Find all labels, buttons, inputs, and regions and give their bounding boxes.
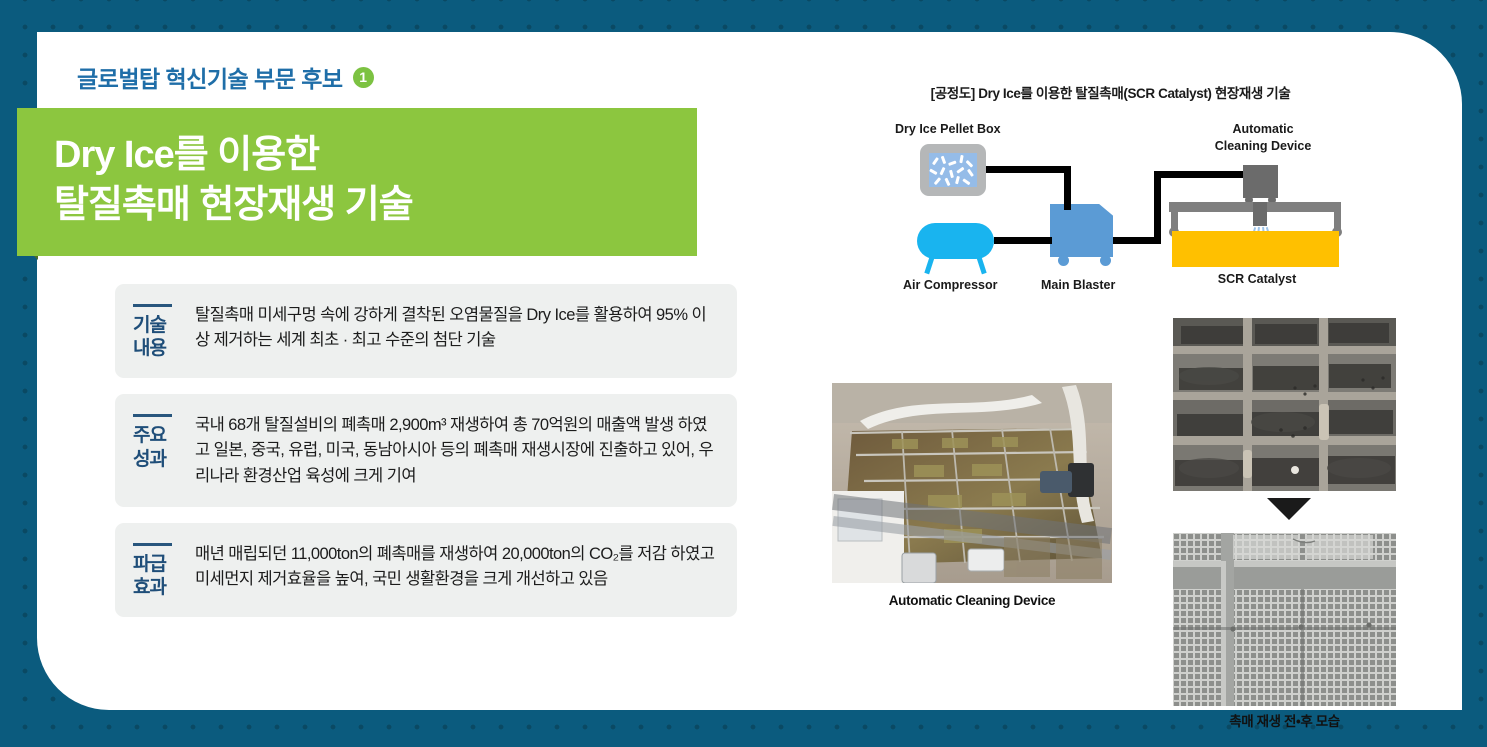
row-label-line-2: 성과 [133,448,167,470]
row-label-impact: 파급 효과 [133,541,195,599]
headline-box: Dry Ice를 이용한 탈질촉매 현장재생 기술 [17,108,697,257]
headline-line-1: Dry Ice를 이용한 [54,134,320,176]
left-content-column: 글로벌탑 혁신기술 부문 후보 1 Dry Ice를 이용한 탈질촉매 현장재생… [17,32,777,710]
process-diagram: Dry Ice Pellet Box Air Compressor Main B… [895,110,1385,310]
eyebrow-text: 글로벌탑 혁신기술 부문 후보 [77,66,343,92]
compressor-leg-right [976,255,987,275]
device-spray-stem [1253,202,1267,226]
pipe-pellet-to-blaster-v [1064,166,1071,210]
photo-left-illustration [832,383,1112,583]
blaster-wheel-right [1100,255,1111,266]
device-nozzle-right [1268,196,1276,204]
headline-banner: Dry Ice를 이용한 탈질촉매 현장재생 기술 [17,108,697,260]
before-after-arrow-icon [1267,498,1311,520]
rail-post-right [1334,211,1341,230]
compressor-leg-left [924,255,935,275]
pipe-riser-to-device [1154,171,1250,178]
row-label-line-1: 주요 [133,425,167,447]
dry-ice-pellet-box-icon [920,144,986,196]
slide-card: 글로벌탑 혁신기술 부문 후보 1 Dry Ice를 이용한 탈질촉매 현장재생… [17,32,1462,729]
device-nozzle-left [1245,196,1253,204]
diagram-label-scr-catalyst: SCR Catalyst [1217,272,1297,286]
headline-line-2: 탈질촉매 현장재생 기술 [54,184,414,227]
row-label-line-1: 기술 [133,315,167,336]
eyebrow-number-badge: 1 [352,66,374,88]
pipe-pellet-to-blaster-h [986,166,1071,173]
photo-before-illustration [1173,318,1396,491]
diagram-label-pellet-box: Dry Ice Pellet Box [895,122,1001,136]
photo-automatic-cleaning-device [832,383,1112,583]
label-underline [133,414,172,418]
automatic-cleaning-device-icon [1243,165,1278,198]
pipe-blaster-to-riser-h [1113,237,1161,244]
eyebrow-heading: 글로벌탑 혁신기술 부문 후보 1 [77,60,374,94]
row-body-technology: 탈질촉매 미세구멍 속에 강하게 결착된 오염물질을 Dry Ice를 활용하여… [195,306,707,350]
row-label-technology: 기술 내용 [133,302,195,360]
diagram-label-air-compressor: Air Compressor [903,278,998,292]
blaster-wheel-left [1058,255,1069,266]
right-visual-column: [공정도] Dry Ice를 이용한 탈질촉매(SCR Catalyst) 현장… [777,32,1462,729]
diagram-label-cleaning-device-line2: Cleaning Device [1214,139,1312,153]
info-row-impact: 파급 효과 매년 매립되던 11,000ton의 폐촉매를 재생하여 20,00… [115,522,737,617]
pellet-fill [929,153,977,187]
row-label-line-2: 내용 [133,338,167,360]
photo-right-caption: 촉매 재생 전•후 모습 [1229,714,1340,729]
air-compressor-icon [917,223,994,259]
rail-post-left [1171,211,1178,230]
label-underline [133,304,172,307]
photo-after-illustration [1173,533,1396,706]
pipe-compressor-to-blaster [994,237,1052,244]
row-label-line-2: 효과 [133,576,167,598]
label-underline [133,542,172,546]
photo-catalyst-after [1173,533,1396,706]
main-blaster-icon [1050,204,1113,257]
diagram-label-cleaning-device-line1: Automatic [1232,122,1294,136]
row-label-line-1: 파급 [133,553,167,575]
photo-catalyst-before [1173,318,1396,491]
info-row-technology: 기술 내용 탈질촉매 미세구멍 속에 강하게 결착된 오염물질을 Dry Ice… [115,284,737,379]
row-body-achievements: 국내 68개 탈질설비의 폐촉매 2,900m³ 재생하여 총 70억원의 매출… [195,416,714,485]
pipe-riser-v [1154,171,1161,244]
diagram-label-main-blaster: Main Blaster [1041,278,1116,292]
info-rows: 기술 내용 탈질촉매 미세구멍 속에 강하게 결착된 오염물질을 Dry Ice… [115,284,737,633]
row-body-impact: 매년 매립되던 11,000ton의 폐촉매를 재생하여 20,000ton의 … [195,544,715,588]
row-label-achievements: 주요 성과 [133,412,195,470]
photo-left-caption: Automatic Cleaning Device [888,593,1056,608]
scr-catalyst-bed [1172,231,1339,267]
diagram-title: [공정도] Dry Ice를 이용한 탈질촉매(SCR Catalyst) 현장… [930,86,1291,101]
info-row-achievements: 주요 성과 국내 68개 탈질설비의 폐촉매 2,900m³ 재생하여 총 70… [115,394,737,507]
